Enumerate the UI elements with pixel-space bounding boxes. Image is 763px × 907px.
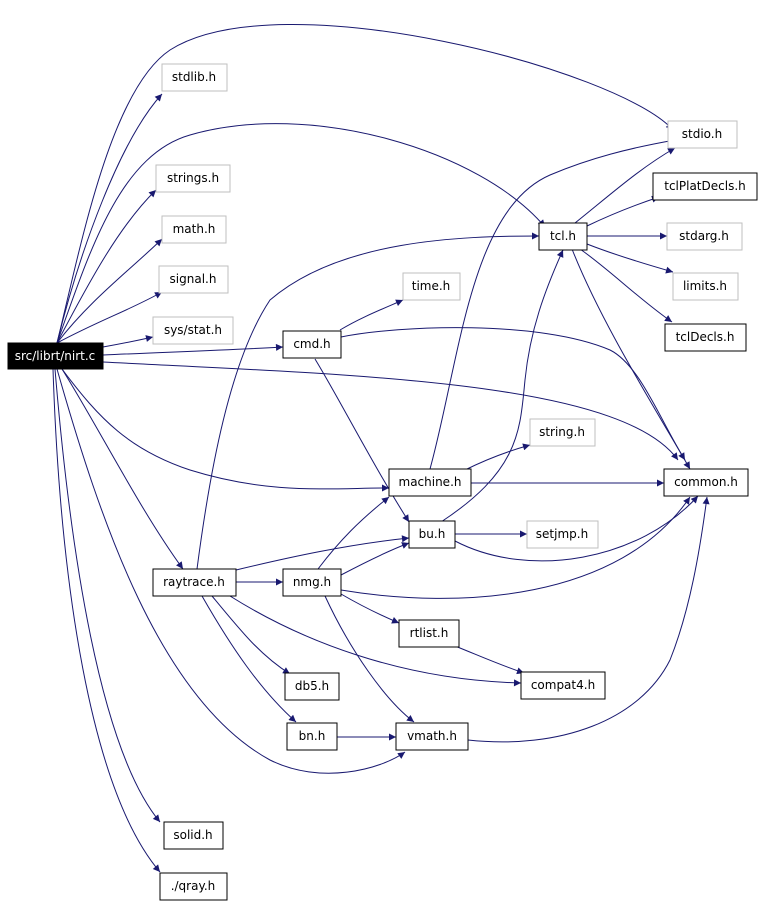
node-label: db5.h	[295, 679, 329, 693]
node-label: raytrace.h	[163, 575, 225, 589]
edge-nirt-stdio	[56, 24, 674, 344]
edge-bu-tcl	[440, 249, 564, 523]
edge-tcl-stdio	[574, 147, 676, 224]
node-machine-h[interactable]: machine.h	[388, 468, 472, 497]
edge-cmd-common	[340, 327, 686, 461]
edge-vmath-common	[467, 496, 710, 743]
edge-nirt-math	[56, 238, 163, 344]
edge-nirt-tcl	[56, 123, 546, 344]
node-common-h[interactable]: common.h	[663, 468, 749, 497]
node-label: solid.h	[173, 828, 212, 842]
node-setjmp-h[interactable]: setjmp.h	[526, 520, 599, 549]
node-label: common.h	[674, 475, 738, 489]
edge-nirt-signal	[56, 291, 163, 344]
edge-nirt-solid	[54, 368, 161, 823]
edge-machine-stdio	[429, 137, 676, 470]
node-math-h[interactable]: math.h	[161, 215, 227, 244]
node-stdarg-h[interactable]: stdarg.h	[666, 222, 743, 251]
edge-nirt-raytrace	[61, 368, 184, 570]
node-label: nmg.h	[293, 575, 331, 589]
edge-tcl-common	[571, 248, 691, 470]
node-label: compat4.h	[531, 678, 595, 692]
node-src-librt-nirt-c[interactable]: src/librt/nirt.c	[7, 342, 104, 370]
edge-tcl-tclplat	[586, 195, 660, 227]
edge-nirt-stdlib	[56, 93, 163, 344]
node-signal-h[interactable]: signal.h	[158, 265, 229, 294]
node-label: signal.h	[170, 272, 217, 286]
edge-tcl-limits	[586, 243, 674, 274]
node-label: stdarg.h	[679, 229, 729, 243]
node-compat4-h[interactable]: compat4.h	[520, 671, 606, 700]
node-bu-h[interactable]: bu.h	[408, 520, 456, 549]
edge-nirt-qray	[52, 368, 161, 873]
edge-raytrace-db5	[211, 595, 291, 675]
node-label: setjmp.h	[536, 527, 588, 541]
edge-nirt-common	[102, 361, 679, 461]
edge-nmg-machine	[317, 496, 390, 570]
edge-rtlist-compat4	[454, 645, 525, 675]
node-label: sys/stat.h	[164, 323, 222, 337]
edge-tcl-tcldecls	[579, 248, 673, 323]
node-label: limits.h	[683, 279, 727, 293]
edge-nmg-bu	[340, 542, 410, 576]
edge-nirt-cmd	[102, 343, 284, 356]
node-label: bu.h	[419, 527, 446, 541]
edge-nirt-strings	[56, 189, 157, 344]
node-cmd-h[interactable]: cmd.h	[282, 330, 342, 359]
node-label: strings.h	[167, 171, 219, 185]
edge-nirt-sysstat	[102, 335, 154, 348]
node-stdlib-h[interactable]: stdlib.h	[161, 63, 228, 92]
node-time-h[interactable]: time.h	[402, 272, 461, 301]
node-db5-h[interactable]: db5.h	[284, 672, 340, 701]
edge-nirt-machine	[61, 368, 390, 492]
node-strings-h[interactable]: strings.h	[155, 164, 231, 193]
node-bn-h[interactable]: bn.h	[286, 722, 338, 751]
edge-nmg-common	[340, 496, 691, 599]
node-vmath-h[interactable]: vmath.h	[395, 722, 469, 751]
edge-raytrace-compat4	[229, 595, 522, 687]
node-label: time.h	[412, 279, 451, 293]
edge-raytrace-bu	[235, 535, 410, 571]
node-limits-h[interactable]: limits.h	[672, 272, 739, 301]
node-nmg-h[interactable]: nmg.h	[282, 568, 342, 597]
edge-cmd-time	[339, 299, 404, 331]
node-label: tcl.h	[550, 229, 576, 243]
node-stdio-h[interactable]: stdio.h	[667, 120, 738, 149]
node-sys-stat-h[interactable]: sys/stat.h	[152, 316, 234, 345]
node-raytrace-h[interactable]: raytrace.h	[152, 568, 237, 597]
node-label: math.h	[173, 222, 216, 236]
node-label: bn.h	[299, 729, 326, 743]
edge-nmg-rtlist	[340, 593, 400, 624]
node-label: src/librt/nirt.c	[15, 349, 96, 363]
node-label: tclPlatDecls.h	[664, 179, 746, 193]
node-string-h[interactable]: string.h	[529, 418, 596, 447]
edge-machine-stringh	[464, 443, 531, 471]
node-label: stdio.h	[682, 127, 722, 141]
node-label: string.h	[539, 425, 585, 439]
edge-nmg-vmath	[324, 595, 415, 723]
nodes-layer: src/librt/nirt.c stdlib.h strings.h math…	[7, 63, 758, 901]
node-label: rtlist.h	[410, 626, 449, 640]
node-label: tclDecls.h	[676, 330, 735, 344]
node-solid-h[interactable]: solid.h	[163, 821, 224, 850]
node-label: stdlib.h	[172, 70, 216, 84]
edge-raytrace-bn	[201, 595, 297, 723]
node-qray-h[interactable]: ./qray.h	[159, 872, 228, 901]
node-tclplatdecls-h[interactable]: tclPlatDecls.h	[652, 172, 758, 201]
edge-cmd-bu	[314, 358, 410, 523]
node-tcldecls-h[interactable]: tclDecls.h	[664, 323, 747, 352]
edges-layer	[52, 24, 710, 873]
node-label: cmd.h	[293, 337, 330, 351]
node-label: vmath.h	[407, 729, 457, 743]
node-label: machine.h	[399, 475, 462, 489]
node-rtlist-h[interactable]: rtlist.h	[398, 619, 460, 648]
edge-raytrace-tcl	[196, 232, 540, 570]
edge-nirt-vmath	[56, 368, 406, 774]
node-label: ./qray.h	[171, 879, 216, 893]
node-tcl-h[interactable]: tcl.h	[538, 222, 588, 251]
